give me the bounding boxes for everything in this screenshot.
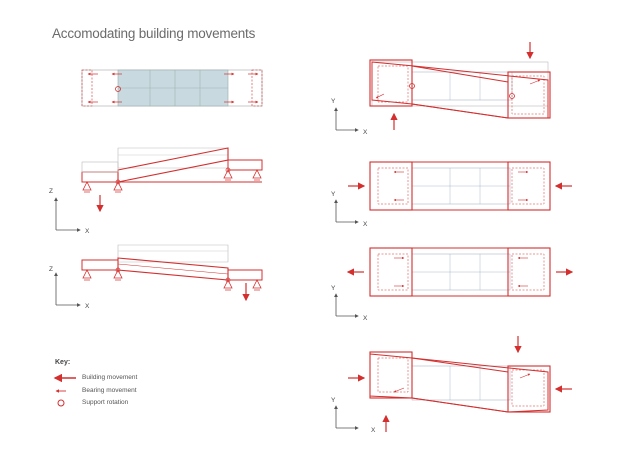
axis-z-label: Z <box>49 188 53 195</box>
right-plan-1-diagram <box>369 42 551 130</box>
axis-triad-left-1: X Z <box>49 188 90 235</box>
axis-triad-right-4: X Y <box>331 397 376 434</box>
axis-z-label: Z <box>49 266 53 273</box>
axis-triad-right-2: X Y <box>331 191 368 228</box>
axis-y-label: Y <box>331 285 336 292</box>
axis-y-label: Y <box>331 397 336 404</box>
key-label-building-movement: Building movement <box>82 374 138 381</box>
axis-x-label: X <box>363 221 368 228</box>
key-label-support-rotation: Support rotation <box>82 399 129 406</box>
axis-x-label: X <box>363 129 368 136</box>
axis-y-label: Y <box>331 98 336 105</box>
right-plan-3-diagram <box>346 247 574 297</box>
diagram-title: Accomodating building movements <box>52 26 256 41</box>
axis-x-label: X <box>363 315 368 322</box>
key-heading: Key: <box>55 359 71 366</box>
left-elevation-2-diagram <box>81 244 263 302</box>
axis-x-label: X <box>85 228 90 235</box>
axis-triad-left-2: X Z <box>49 266 90 310</box>
key-legend-icons <box>53 373 76 407</box>
key-label-bearing-movement: Bearing movement <box>82 387 137 394</box>
axis-y-label: Y <box>331 191 336 198</box>
right-plan-4-diagram <box>348 336 572 432</box>
axis-x-label: X <box>85 303 90 310</box>
axis-x-label: X <box>371 427 376 434</box>
support-rotation-circle-icon <box>57 399 65 407</box>
axis-triad-right-1: X Y <box>331 98 368 136</box>
left-plan-diagram <box>81 69 263 107</box>
axis-triad-right-3: X Y <box>331 285 368 322</box>
right-plan-2-diagram <box>348 161 572 211</box>
left-elevation-1-diagram <box>81 147 263 213</box>
